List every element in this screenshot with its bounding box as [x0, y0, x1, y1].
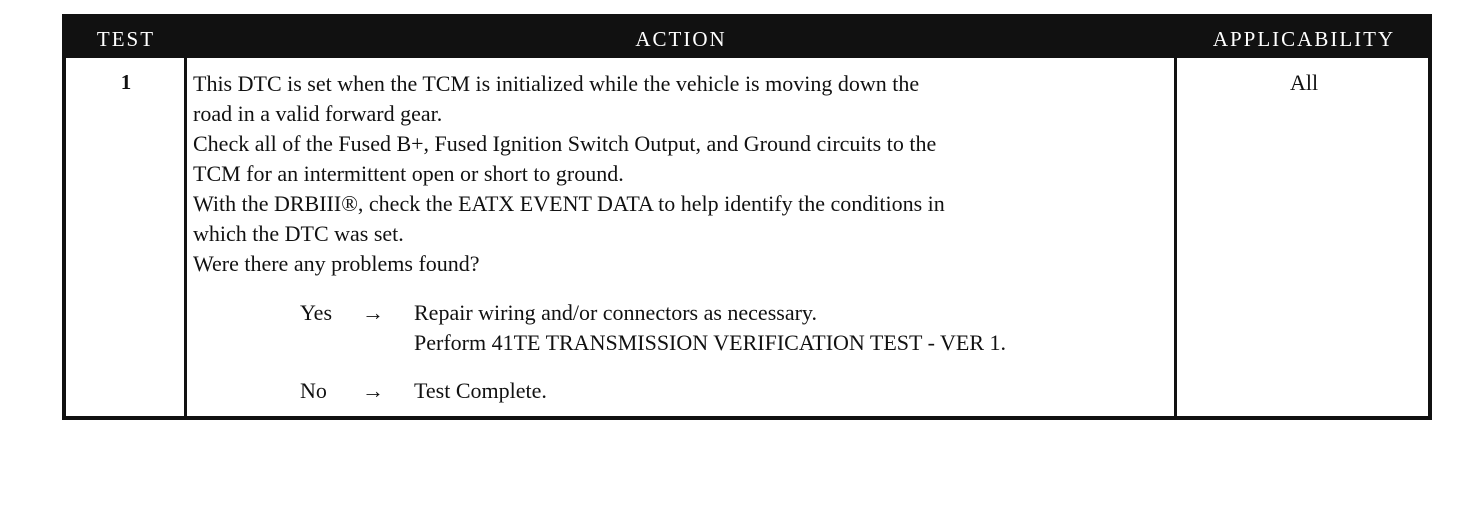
action-line: TCM for an intermittent open or short to…: [193, 161, 624, 186]
diagnostic-test-table: TEST ACTION APPLICABILITY 1 This DTC is …: [62, 14, 1432, 420]
action-line: This DTC is set when the TCM is initiali…: [193, 71, 920, 96]
answer-no: No → Test Complete.: [300, 376, 1170, 406]
answer-yes: Yes → Repair wiring and/or connectors as…: [300, 298, 1170, 358]
arrow-right-icon: →: [362, 378, 384, 403]
answer-list: Yes → Repair wiring and/or connectors as…: [300, 298, 1170, 406]
column-divider-applicability: [1174, 58, 1177, 416]
arrow-right-icon: →: [362, 300, 384, 325]
header-action: ACTION: [635, 27, 727, 51]
answer-no-label: No: [300, 378, 327, 403]
answer-line: Repair wiring and/or connectors as neces…: [414, 300, 817, 325]
table-header: TEST ACTION APPLICABILITY: [66, 18, 1428, 58]
answer-no-text: Test Complete.: [414, 376, 1170, 406]
answer-yes-label: Yes: [300, 300, 333, 325]
action-text: This DTC is set when the TCM is initiali…: [193, 69, 1169, 279]
answer-line: Perform 41TE TRANSMISSION VERIFICATION T…: [414, 330, 1006, 355]
header-test: TEST: [96, 27, 156, 51]
action-line: which the DTC was set.: [193, 221, 404, 246]
applicability-value: All: [1289, 70, 1319, 95]
header-applicability: APPLICABILITY: [1212, 27, 1396, 51]
action-line: road in a valid forward gear.: [193, 101, 443, 126]
action-line: Check all of the Fused B+, Fused Ignitio…: [193, 131, 937, 156]
action-line: With the DRBIII®, check the EATX EVENT D…: [193, 191, 945, 216]
test-number: 1: [120, 70, 132, 94]
answer-yes-text: Repair wiring and/or connectors as neces…: [414, 298, 1170, 358]
answer-line: Test Complete.: [414, 378, 547, 403]
column-divider-test: [184, 58, 187, 416]
action-question: Were there any problems found?: [193, 251, 480, 276]
